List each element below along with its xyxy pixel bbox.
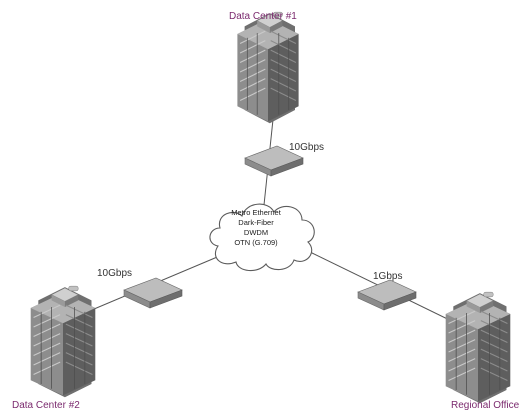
dc2-device-icon: [123, 277, 183, 309]
dc1-label: Data Center #1: [229, 11, 297, 22]
dc2-label: Data Center #2: [12, 400, 80, 411]
regional-label: Regional Office: [451, 400, 520, 411]
dc2-building-icon: [30, 285, 96, 398]
cloud-line: DWDM: [243, 228, 269, 237]
cloud-line: OTN (G.709): [234, 238, 278, 247]
regional-device-icon: [357, 279, 417, 311]
regional-building-icon: [445, 291, 511, 404]
regional-link-speed: 1Gbps: [373, 271, 403, 282]
dc1-building-icon: [236, 11, 300, 124]
dc2-link-speed: 10Gbps: [97, 268, 133, 279]
cloud-line: Metro Ethernet: [231, 208, 281, 217]
cloud-technologies: Metro Ethernet Dark-Fiber DWDM OTN (G.70…: [211, 208, 301, 248]
dc1-link-speed: 10Gbps: [289, 142, 325, 153]
network-cloud-icon: [209, 203, 315, 272]
cloud-line: Dark-Fiber: [238, 218, 274, 227]
